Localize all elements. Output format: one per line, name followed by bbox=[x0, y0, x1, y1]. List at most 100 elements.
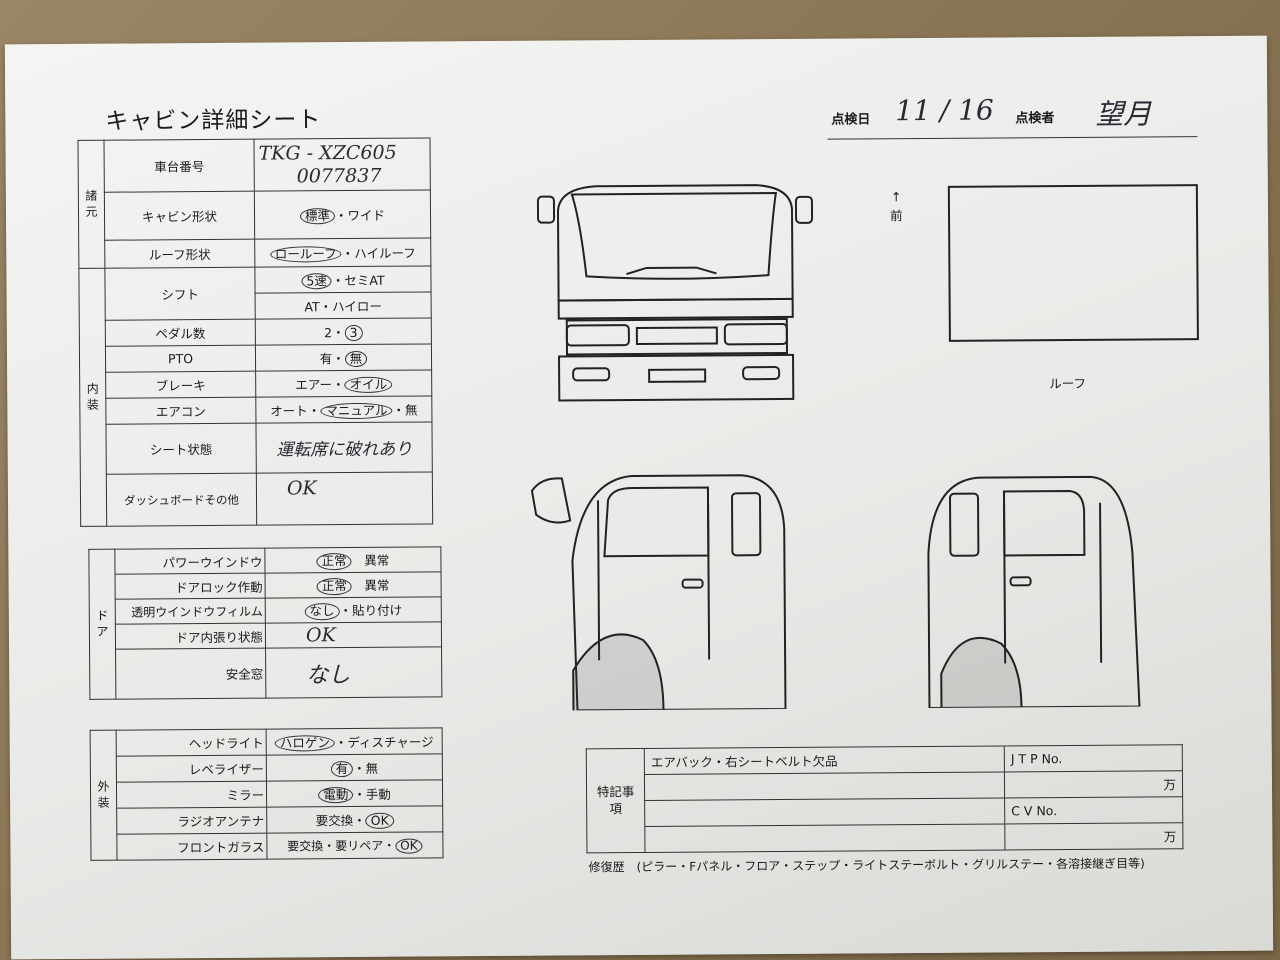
lower-grille-shape bbox=[648, 368, 707, 383]
right-mirror-shape bbox=[794, 195, 814, 224]
upper-panel-shape bbox=[557, 297, 794, 320]
inspector-label: 点検者 bbox=[1015, 111, 1055, 127]
shift-value-2: AT・ハイロー bbox=[255, 291, 432, 320]
roof-label: ルーフ bbox=[1049, 375, 1087, 392]
special-note-4 bbox=[644, 823, 1005, 853]
right-cab-outline bbox=[927, 475, 1141, 709]
brake-label: ブレーキ bbox=[105, 371, 256, 399]
special-note-3 bbox=[644, 797, 1005, 827]
left-door-window-shape bbox=[603, 486, 710, 558]
left-mirror-shape bbox=[536, 195, 556, 224]
left-rear-window-shape bbox=[731, 492, 762, 557]
right-door-handle-shape bbox=[1009, 576, 1032, 587]
special-note-1: エアバック・右シートベルト欠品 bbox=[644, 745, 1005, 775]
window-film-value: なし・貼り付け bbox=[265, 596, 442, 624]
grille-shape bbox=[635, 326, 718, 346]
sheet-title: キャビン詳細シート bbox=[105, 107, 322, 135]
dashboard-value: OK bbox=[256, 471, 433, 526]
wiper-shape bbox=[626, 266, 717, 276]
cab-left-side-drawing bbox=[530, 474, 787, 711]
headlight-value: ハロゲン・ディスチャージ bbox=[266, 727, 443, 756]
shift-value-1: 5速・セミAT bbox=[254, 265, 432, 294]
cabin-shape-label: キャビン形状 bbox=[104, 191, 255, 241]
right-wheel-arch-shape bbox=[940, 636, 1023, 708]
inspector-value: 望月 bbox=[1095, 97, 1152, 131]
right-fog-shape bbox=[742, 366, 781, 381]
header-underline bbox=[827, 136, 1198, 140]
pto-value: 有・無 bbox=[255, 343, 432, 372]
section-door: ドア bbox=[88, 549, 116, 700]
left-wheel-arch-shape bbox=[572, 633, 665, 711]
mirror-value: 電動・手動 bbox=[266, 779, 443, 808]
ac-value: オート・マニュアル・無 bbox=[255, 395, 432, 424]
cab-right-side-drawing bbox=[927, 475, 1141, 709]
left-mirror-shape bbox=[530, 477, 572, 524]
jtp-man-unit: 万 bbox=[1004, 770, 1183, 798]
windshield-label: フロントガラス bbox=[116, 833, 268, 861]
pedal-value: 2・3 bbox=[255, 317, 432, 346]
left-door-outline bbox=[597, 487, 711, 661]
left-headlight-shape bbox=[565, 324, 630, 347]
seat-condition-value: 運転席に破れあり bbox=[255, 421, 433, 474]
windshield-value: 要交換・要リペア・OK bbox=[266, 831, 444, 860]
safety-window-value: なし bbox=[265, 646, 442, 699]
door-lock-label: ドアロック作動 bbox=[115, 573, 266, 600]
chassis-number-value: TKG - XZC605 0077837 bbox=[253, 137, 431, 192]
pto-label: PTO bbox=[105, 345, 256, 373]
section-interior: 内装 bbox=[78, 268, 107, 527]
headlight-label: ヘッドライト bbox=[116, 729, 267, 757]
cabin-shape-value: 標準・ワイド bbox=[254, 189, 431, 240]
right-headlight-shape bbox=[723, 322, 788, 346]
front-label: 前 bbox=[889, 207, 903, 223]
power-window-value: 正常 異常 bbox=[264, 546, 442, 574]
windshield-outline bbox=[570, 192, 778, 280]
left-door-handle-shape bbox=[681, 578, 704, 589]
window-film-label: 透明ウインドウフィルム bbox=[115, 598, 266, 625]
exterior-table: 外装 ヘッドライト ハロゲン・ディスチャージ レベライザー 有・無 ミラー 電動… bbox=[90, 727, 444, 861]
power-window-label: パワーウインドウ bbox=[114, 548, 266, 575]
left-fog-shape bbox=[572, 367, 611, 382]
radio-antenna-label: ラジオアンテナ bbox=[116, 807, 267, 835]
leveler-label: レベライザー bbox=[116, 755, 267, 783]
date-label: 点検日 bbox=[831, 112, 871, 128]
pedal-label: ペダル数 bbox=[105, 319, 256, 347]
bumper-shape bbox=[558, 353, 795, 402]
chassis-number-label: 車台番号 bbox=[103, 139, 255, 193]
cv-number-label: C V No. bbox=[1004, 796, 1183, 824]
section-spec: 諸元 bbox=[77, 140, 105, 269]
roof-shape-label: ルーフ形状 bbox=[104, 239, 255, 269]
cabin-inspection-sheet: キャビン詳細シート 点検日 11 / 16 点検者 望月 諸元 車台番号 TKG… bbox=[4, 35, 1274, 960]
right-door-outline bbox=[1002, 491, 1103, 664]
leveler-value: 有・無 bbox=[266, 753, 443, 782]
special-notes-table: 特記事項 エアバック・右シートベルト欠品 J T P No. 万 C V No.… bbox=[586, 744, 1184, 853]
door-table: ドア パワーウインドウ 正常 異常 ドアロック作動 正常 異常 透明ウインドウフ… bbox=[88, 546, 442, 700]
safety-window-label: 安全窓 bbox=[115, 648, 266, 700]
brake-value: エアー・オイル bbox=[255, 369, 432, 398]
right-door-window-shape bbox=[1002, 489, 1086, 557]
seat-condition-label: シート状態 bbox=[105, 423, 257, 475]
mirror-label: ミラー bbox=[116, 781, 267, 809]
roof-shape-value: ロールーフ・ハイルーフ bbox=[254, 237, 431, 268]
door-trim-value: OK bbox=[265, 621, 442, 649]
shift-label: シフト bbox=[104, 267, 256, 321]
special-note-2 bbox=[644, 771, 1005, 801]
roof-diagram-box bbox=[947, 184, 1199, 342]
jtp-number-label: J T P No. bbox=[1004, 744, 1183, 772]
ac-label: エアコン bbox=[105, 397, 256, 425]
front-cab-outline bbox=[556, 184, 794, 302]
up-arrow-icon: ↑ bbox=[890, 189, 902, 205]
door-trim-label: ドア内張り状態 bbox=[115, 623, 266, 650]
date-value: 11 / 16 bbox=[895, 93, 994, 128]
door-lock-value: 正常 異常 bbox=[265, 571, 442, 599]
front-direction-indicator: ↑ 前 bbox=[890, 188, 903, 226]
section-exterior: 外装 bbox=[90, 730, 118, 861]
radio-antenna-value: 要交換・OK bbox=[266, 805, 443, 834]
left-cab-outline bbox=[571, 474, 787, 711]
right-rear-window-shape bbox=[949, 492, 980, 557]
cv-man-unit: 万 bbox=[1004, 822, 1183, 850]
repair-history-note: 修復歴 (ピラー・Fパネル・フロア・ステップ・ライトステーボルト・グリルステー・… bbox=[588, 856, 1145, 875]
special-notes-label: 特記事項 bbox=[586, 748, 645, 853]
spec-interior-table: 諸元 車台番号 TKG - XZC605 0077837 キャビン形状 標準・ワ… bbox=[77, 137, 433, 527]
cab-front-view-drawing bbox=[536, 184, 814, 402]
dashboard-label: ダッシュボードその他 bbox=[106, 473, 257, 527]
